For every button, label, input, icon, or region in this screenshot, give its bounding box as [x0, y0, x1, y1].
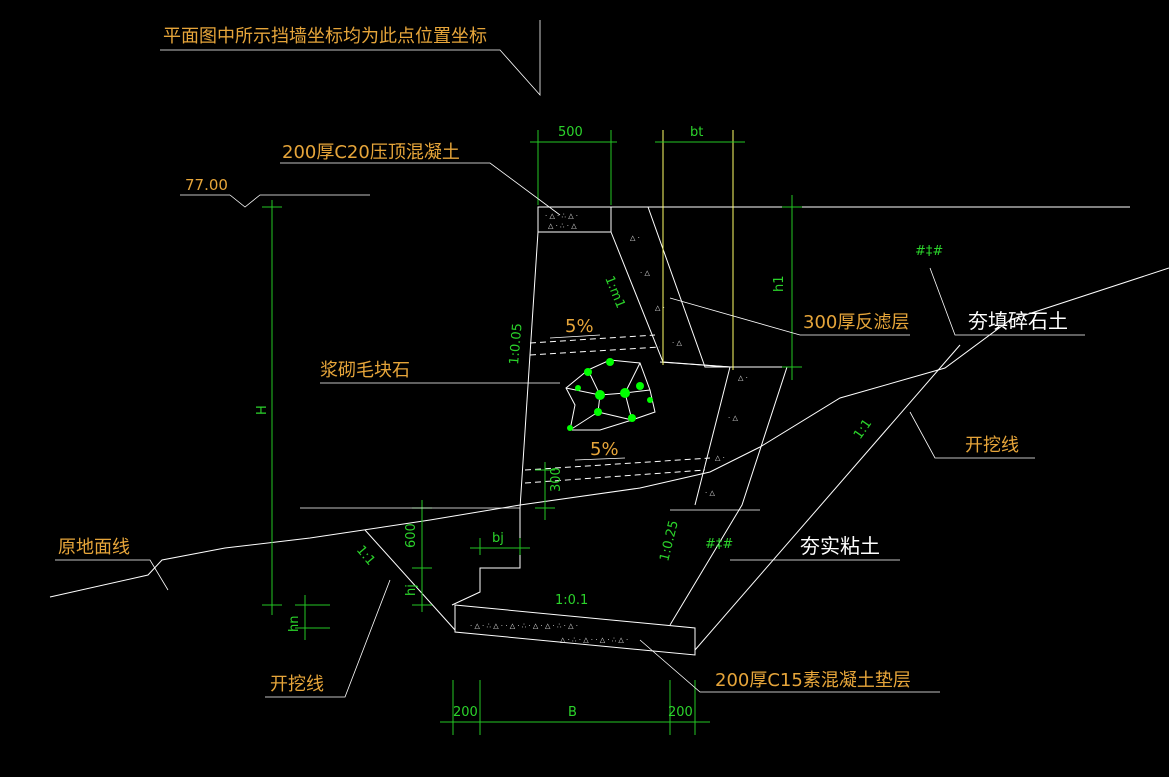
elevation-label: 77.00: [185, 176, 228, 194]
stone-joint: [597, 411, 633, 421]
dim-500-text: 500: [558, 125, 583, 140]
hatch-mark: · △: [640, 269, 650, 277]
dim-h1-text: h1: [772, 275, 787, 292]
mortar-dot: [606, 358, 614, 366]
elev-symbol: [229, 194, 370, 208]
original-ground-line: [49, 267, 1169, 598]
stone-joint: [587, 362, 641, 396]
mortar-dot: [575, 385, 581, 391]
coord-note-label: 平面图中所示挡墙坐标均为此点位置坐标: [163, 26, 487, 47]
wall-body: · △ · ∴ △ · △ · ∴ · △ △ · · △ △ · · △ △ …: [451, 206, 788, 656]
mortar-dot: [594, 408, 602, 416]
excavation-line-right: [694, 344, 961, 651]
ratio-exc-left-text: 1:1: [353, 543, 378, 569]
dim-bt-text: bt: [690, 125, 703, 140]
dim-H-text: H: [255, 405, 270, 415]
mortar-dot: [595, 390, 605, 400]
hatch-mark: · △: [728, 414, 738, 422]
leader-coord-note: [160, 20, 541, 97]
dim-B-text: B: [568, 705, 577, 720]
text-labels: 平面图中所示挡墙坐标均为此点位置坐标 200厚C20压顶混凝土 77.00 浆砌…: [58, 26, 1068, 695]
rubble-stone-pattern: [565, 358, 656, 431]
drain-pipe-bottom-b: [524, 469, 706, 484]
dim-hj-text: hj: [404, 584, 419, 596]
ratio-front-text: 1:0.05: [507, 323, 526, 366]
hatch-mark: △ · ∴ · △ · · △ · ∴ △ ·: [560, 636, 628, 644]
soil-hatch-symbol: #‡#: [915, 244, 943, 259]
ground-lines: [49, 206, 1169, 651]
ratio-m-text: 1:m1: [601, 274, 627, 311]
hatch-mark: △ · ∴ · △: [548, 222, 577, 230]
dim-bj-text: bj: [492, 531, 504, 546]
filter-layer-inner: [610, 231, 731, 506]
bt-guides: [662, 130, 734, 370]
mortar-dot: [628, 414, 636, 422]
filter-layer-label: 300厚反滤层: [803, 312, 909, 333]
masonry-label: 浆砌毛块石: [320, 360, 410, 381]
dim-600-text: 600: [404, 523, 419, 548]
leader-lines: [55, 20, 1085, 698]
leader-base: [639, 639, 940, 693]
drain-pipe-top-a: [529, 334, 656, 344]
leader-gravel: [929, 267, 1085, 336]
leader-excavation-right: [909, 411, 1035, 459]
stone-joint: [565, 387, 601, 431]
slope-bottom-label: 5%: [590, 439, 619, 460]
stone-outline: [565, 359, 656, 431]
hatch-mark: △ ·: [715, 454, 725, 462]
slope-top-label: 5%: [565, 316, 594, 337]
wall-back-step: [659, 361, 731, 368]
mortar-dot: [647, 397, 653, 403]
dim-300-text: 300: [549, 467, 564, 492]
excavation-left-label: 开挖线: [270, 674, 324, 695]
filter-hatch: △ · · △ △ · · △ △ · · △ △ · · △: [630, 234, 748, 497]
ratio-base-text: 1:0.1: [555, 593, 588, 608]
base-concrete-slab: [454, 604, 696, 656]
hatch-mark: △ ·: [738, 374, 748, 382]
cap-concrete-label: 200厚C20压顶混凝土: [282, 142, 460, 163]
slope-arrow-top: [549, 334, 601, 339]
leader-ground: [55, 559, 169, 591]
mortar-dot: [584, 368, 592, 376]
dimension-lines: [262, 130, 802, 735]
hatch-mark: · △ · ∴ △ · · △ · ∴ · △ · △ · ∴ · △ ·: [470, 622, 578, 630]
filter-layer-outer: [611, 206, 788, 626]
compacted-clay-label: 夯实粘土: [800, 534, 880, 558]
mortar-dot: [567, 425, 573, 431]
hatch-mark: · △: [672, 339, 682, 347]
hatch-mark: · △ · ∴ △ ·: [545, 212, 578, 220]
coping-hatch: · △ · ∴ △ · △ · ∴ · △: [545, 212, 578, 230]
hatch-mark: · △: [705, 489, 715, 497]
hatch-mark: △ ·: [630, 234, 640, 242]
excavation-line-left: [364, 529, 456, 631]
mortar-dot: [620, 388, 630, 398]
dim-200-left-text: 200: [453, 705, 478, 720]
drain-pipe-bottom-a: [524, 457, 711, 471]
ratio-back-text: 1:0.25: [657, 519, 682, 563]
leader-filter: [669, 297, 910, 336]
hatch-mark: △ ·: [655, 304, 665, 312]
mortar-dot: [636, 382, 644, 390]
ratio-exc-right-text: 1:1: [851, 417, 875, 443]
slope-arrow-bottom: [574, 457, 626, 461]
base-concrete-label: 200厚C15素混凝土垫层: [715, 670, 911, 691]
slab-hatch: · △ · ∴ △ · · △ · ∴ · △ · △ · ∴ · △ · △ …: [470, 622, 628, 644]
dim-200-right-text: 200: [668, 705, 693, 720]
leader-cap: [280, 162, 561, 216]
drain-pipe-top-b: [529, 346, 661, 356]
soil-symbols: #‡# #‡#: [705, 244, 943, 552]
soil-hatch-symbol: #‡#: [705, 537, 733, 552]
excavation-right-label: 开挖线: [965, 435, 1019, 456]
leader-excavation-left: [265, 579, 391, 698]
backfill-gravel-label: 夯填碎石土: [968, 309, 1068, 333]
dim-hn-text: hn: [287, 616, 302, 632]
original-ground-label: 原地面线: [58, 537, 130, 558]
